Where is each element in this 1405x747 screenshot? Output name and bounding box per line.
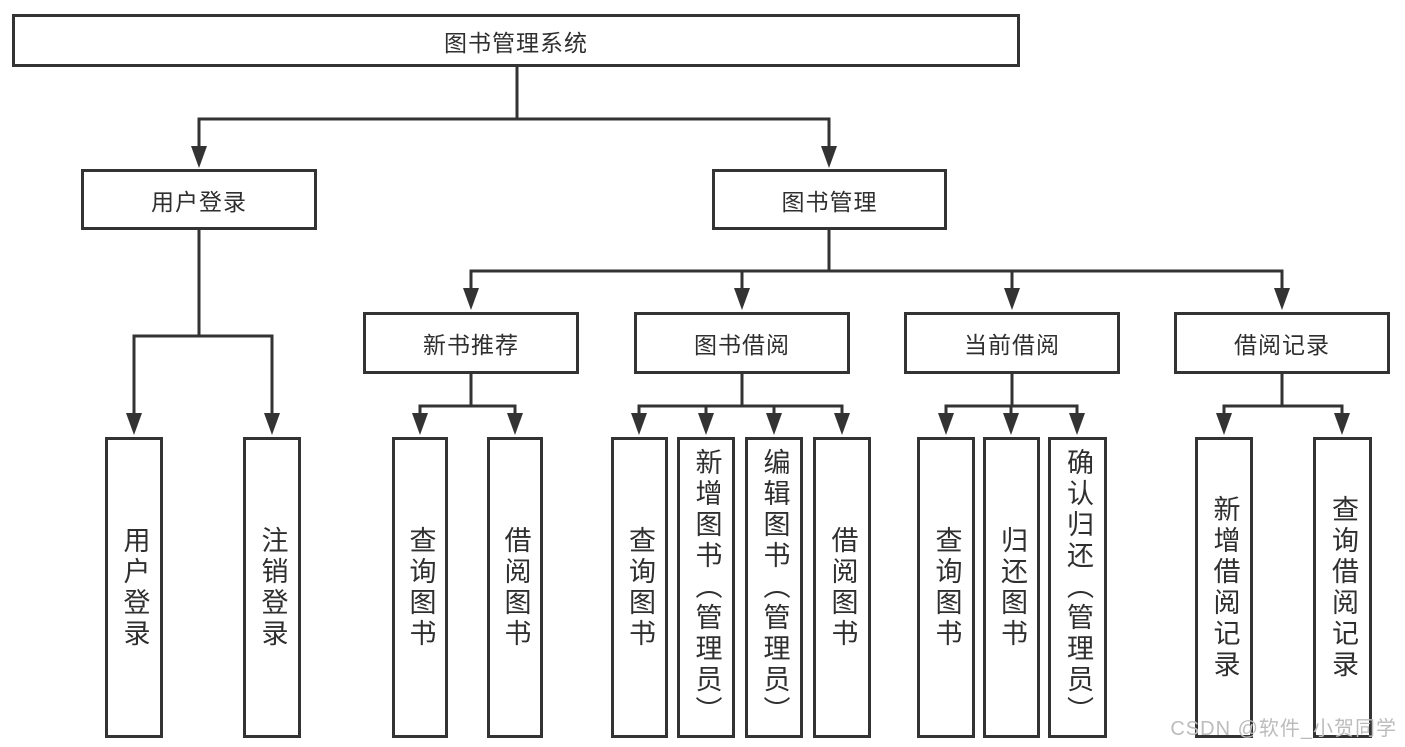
- leaf-label: 用户登录: [119, 525, 150, 650]
- node-leaf-query-borrow-record: 查询借阅记录: [1313, 437, 1372, 738]
- leaf-label: 借阅图书: [827, 525, 858, 650]
- node-leaf-query-book-1: 查询图书: [392, 437, 448, 738]
- node-leaf-borrow-book-2: 借阅图书: [813, 437, 871, 738]
- node-leaf-logout: 注销登录: [243, 437, 301, 738]
- node-new-book-recommend: 新书推荐: [363, 312, 579, 374]
- node-user-login: 用户登录: [81, 169, 317, 230]
- connector-book-management-to-level2: [463, 228, 1290, 310]
- node-current-borrow-label: 当前借阅: [964, 332, 1060, 358]
- node-leaf-borrow-book-1: 借阅图书: [487, 437, 543, 738]
- connector-book-borrow-to-leaves: [631, 372, 850, 435]
- node-leaf-return-book: 归还图书: [983, 437, 1040, 738]
- connector-new-book-recommend-to-leaves: [412, 372, 523, 435]
- node-new-book-recommend-label: 新书推荐: [423, 332, 519, 358]
- node-leaf-add-borrow-record: 新增借阅记录: [1195, 437, 1253, 738]
- connector-user-login-to-leaves: [126, 228, 280, 435]
- leaf-label: 新增图书（管理员）: [691, 448, 722, 727]
- node-book-management-label: 图书管理: [781, 188, 878, 215]
- leaf-label: 查询图书: [625, 525, 655, 650]
- leaf-label: 归还图书: [997, 525, 1027, 650]
- node-book-borrow-label: 图书借阅: [694, 332, 790, 358]
- node-root-system: 图书管理系统: [12, 14, 1020, 67]
- node-user-login-label: 用户登录: [151, 188, 247, 215]
- connector-borrow-record-to-leaves: [1216, 372, 1350, 435]
- node-leaf-confirm-return-admin: 确认归还（管理员）: [1048, 437, 1107, 738]
- leaf-label: 新增借阅记录: [1209, 494, 1240, 681]
- node-borrow-record-label: 借阅记录: [1234, 332, 1330, 358]
- leaf-label: 查询图书: [405, 525, 436, 650]
- leaf-label: 查询借阅记录: [1328, 494, 1358, 681]
- node-leaf-query-book-2: 查询图书: [611, 437, 668, 738]
- node-leaf-user-login: 用户登录: [105, 437, 163, 738]
- node-book-borrow: 图书借阅: [634, 312, 850, 374]
- leaf-label: 借阅图书: [500, 525, 531, 650]
- leaf-label: 查询图书: [931, 525, 962, 650]
- leaf-label: 注销登录: [257, 525, 288, 650]
- leaf-label: 编辑图书（管理员）: [759, 448, 790, 727]
- connector-root-to-level1: [191, 65, 837, 168]
- node-root-label: 图书管理系统: [444, 29, 588, 56]
- node-book-management: 图书管理: [712, 169, 947, 230]
- connector-current-borrow-to-leaves: [938, 372, 1085, 435]
- node-borrow-record: 借阅记录: [1174, 312, 1390, 374]
- node-leaf-add-book-admin: 新增图书（管理员）: [677, 437, 735, 738]
- node-leaf-edit-book-admin: 编辑图书（管理员）: [745, 437, 803, 738]
- node-current-borrow: 当前借阅: [904, 312, 1120, 374]
- node-leaf-query-book-3: 查询图书: [917, 437, 975, 738]
- leaf-label: 确认归还（管理员）: [1063, 448, 1093, 727]
